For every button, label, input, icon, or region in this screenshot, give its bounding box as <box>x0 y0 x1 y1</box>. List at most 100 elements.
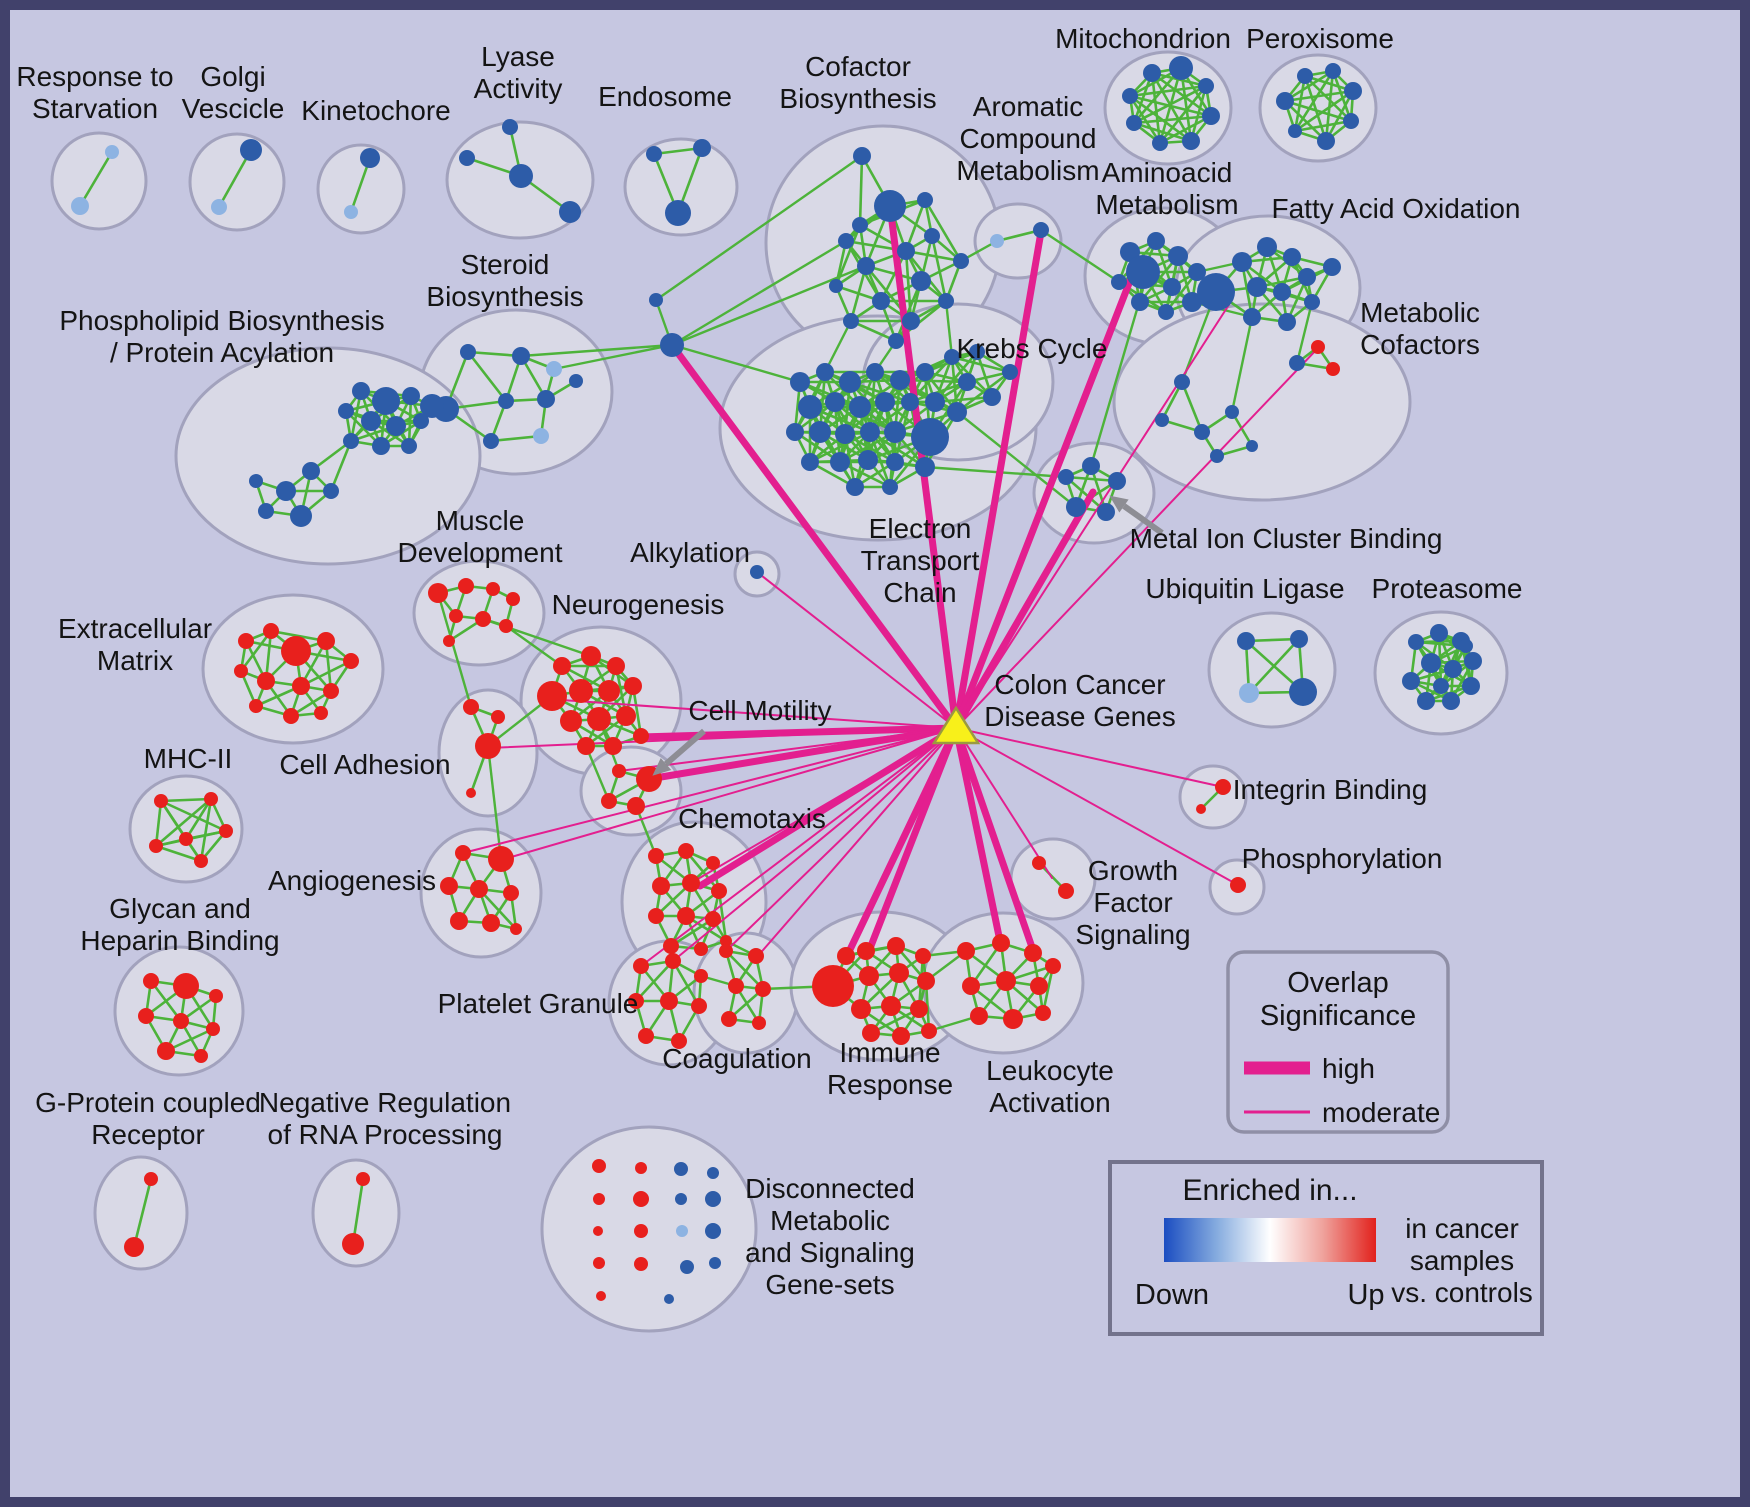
gene-set-node <box>372 437 390 455</box>
gene-set-node <box>569 679 593 703</box>
gene-set-node <box>874 190 906 222</box>
gene-set-node <box>338 403 354 419</box>
gene-set-node <box>616 706 636 726</box>
gene-set-node <box>635 1162 647 1174</box>
gene-set-node <box>627 797 645 815</box>
gene-set-node <box>360 148 380 168</box>
gene-set-node <box>706 856 720 870</box>
gene-set-node <box>1247 277 1267 297</box>
gene-set-node <box>1198 78 1214 94</box>
gene-set-edge <box>635 960 674 1002</box>
gene-set-node <box>234 664 248 678</box>
label-integrin-binding: Integrin Binding <box>1233 774 1428 805</box>
gene-set-node <box>720 935 732 947</box>
gene-set-node <box>470 880 488 898</box>
gene-set-node <box>676 1225 688 1237</box>
gene-set-edge <box>1041 965 1055 1014</box>
gene-set-node <box>352 382 370 400</box>
gene-set-node <box>483 433 499 449</box>
gene-set-node <box>263 623 279 639</box>
gene-set-edge <box>329 440 353 492</box>
gene-set-edge <box>160 799 227 833</box>
gene-set-edge <box>1294 89 1354 133</box>
gene-set-node <box>459 150 475 166</box>
gene-set-node <box>938 293 954 309</box>
gene-set-edge <box>78 151 114 207</box>
gene-set-node <box>682 874 700 892</box>
overlap-edge-moderate <box>500 727 957 861</box>
gene-set-node <box>750 565 764 579</box>
gene-set-node <box>809 421 831 443</box>
gene-set-node <box>560 710 582 732</box>
gene-set-node <box>693 139 711 157</box>
gene-set-node <box>612 764 626 778</box>
gene-set-node <box>1032 856 1046 870</box>
gene-set-edge <box>894 280 923 342</box>
gene-set-node <box>607 657 625 675</box>
gene-set-node <box>143 973 159 989</box>
gene-set-node <box>290 505 312 527</box>
gene-set-node <box>1442 692 1460 710</box>
gene-set-node <box>671 1033 687 1049</box>
gene-set-node <box>488 846 514 872</box>
gene-set-node <box>837 947 855 965</box>
gene-set-node <box>506 592 520 606</box>
gene-set-edge <box>655 155 863 301</box>
gene-set-node <box>925 392 945 412</box>
gene-set-node <box>628 993 644 1009</box>
gene-set-node <box>553 657 571 675</box>
gene-set-edge <box>717 890 728 942</box>
gene-set-edge <box>1248 638 1300 694</box>
gene-set-node <box>1143 64 1161 82</box>
gene-set-node <box>825 392 845 412</box>
gene-set-node <box>1024 944 1042 962</box>
label-coagulation: Coagulation <box>662 1043 811 1074</box>
gene-set-node <box>719 944 733 958</box>
cluster-bubble-kinetochore <box>316 143 406 235</box>
gene-set-node <box>970 1007 988 1025</box>
gene-set-node <box>1182 132 1200 150</box>
cluster-bubble-disconnected-gene-sets <box>540 1125 758 1333</box>
gene-set-node <box>917 972 935 990</box>
gene-set-edge <box>809 430 871 464</box>
gene-set-node <box>276 481 296 501</box>
pointer-arrow <box>664 728 706 767</box>
gene-set-node <box>138 1008 154 1024</box>
label-ubiquitin-ligase: Ubiquitin Ligase <box>1145 573 1344 604</box>
gene-set-node <box>633 1191 649 1207</box>
gene-set-node <box>638 1028 654 1044</box>
gene-set-node <box>969 344 985 360</box>
gene-set-node <box>835 424 855 444</box>
gene-set-node <box>1246 440 1258 452</box>
gene-set-node <box>678 843 694 859</box>
gene-set-node <box>1131 293 1149 311</box>
gene-set-node <box>1035 1005 1051 1021</box>
gene-set-node <box>281 636 311 666</box>
gene-set-node <box>219 824 233 838</box>
gene-set-node <box>314 706 328 720</box>
gene-set-edge <box>823 320 853 373</box>
gene-set-edge <box>670 917 714 948</box>
gene-set-node <box>1257 237 1277 257</box>
gene-set-node <box>510 923 522 935</box>
gene-set-node <box>258 503 274 519</box>
gene-set-node <box>154 794 168 808</box>
gene-set-node <box>1097 503 1115 521</box>
gene-set-edge <box>725 950 764 990</box>
gene-set-edge <box>1293 70 1335 132</box>
gene-set-node <box>1033 222 1049 238</box>
gene-set-node <box>343 433 359 449</box>
gene-set-node <box>194 854 208 868</box>
gene-set-node <box>71 197 89 215</box>
overlap-edge-high <box>696 724 960 890</box>
enriched-legend-up: Up <box>1347 1279 1384 1311</box>
overlap-edge-high <box>952 724 1038 957</box>
gene-set-edge <box>1331 70 1353 122</box>
overlap-edge-high <box>645 724 960 783</box>
gene-set-edge <box>1284 100 1327 142</box>
